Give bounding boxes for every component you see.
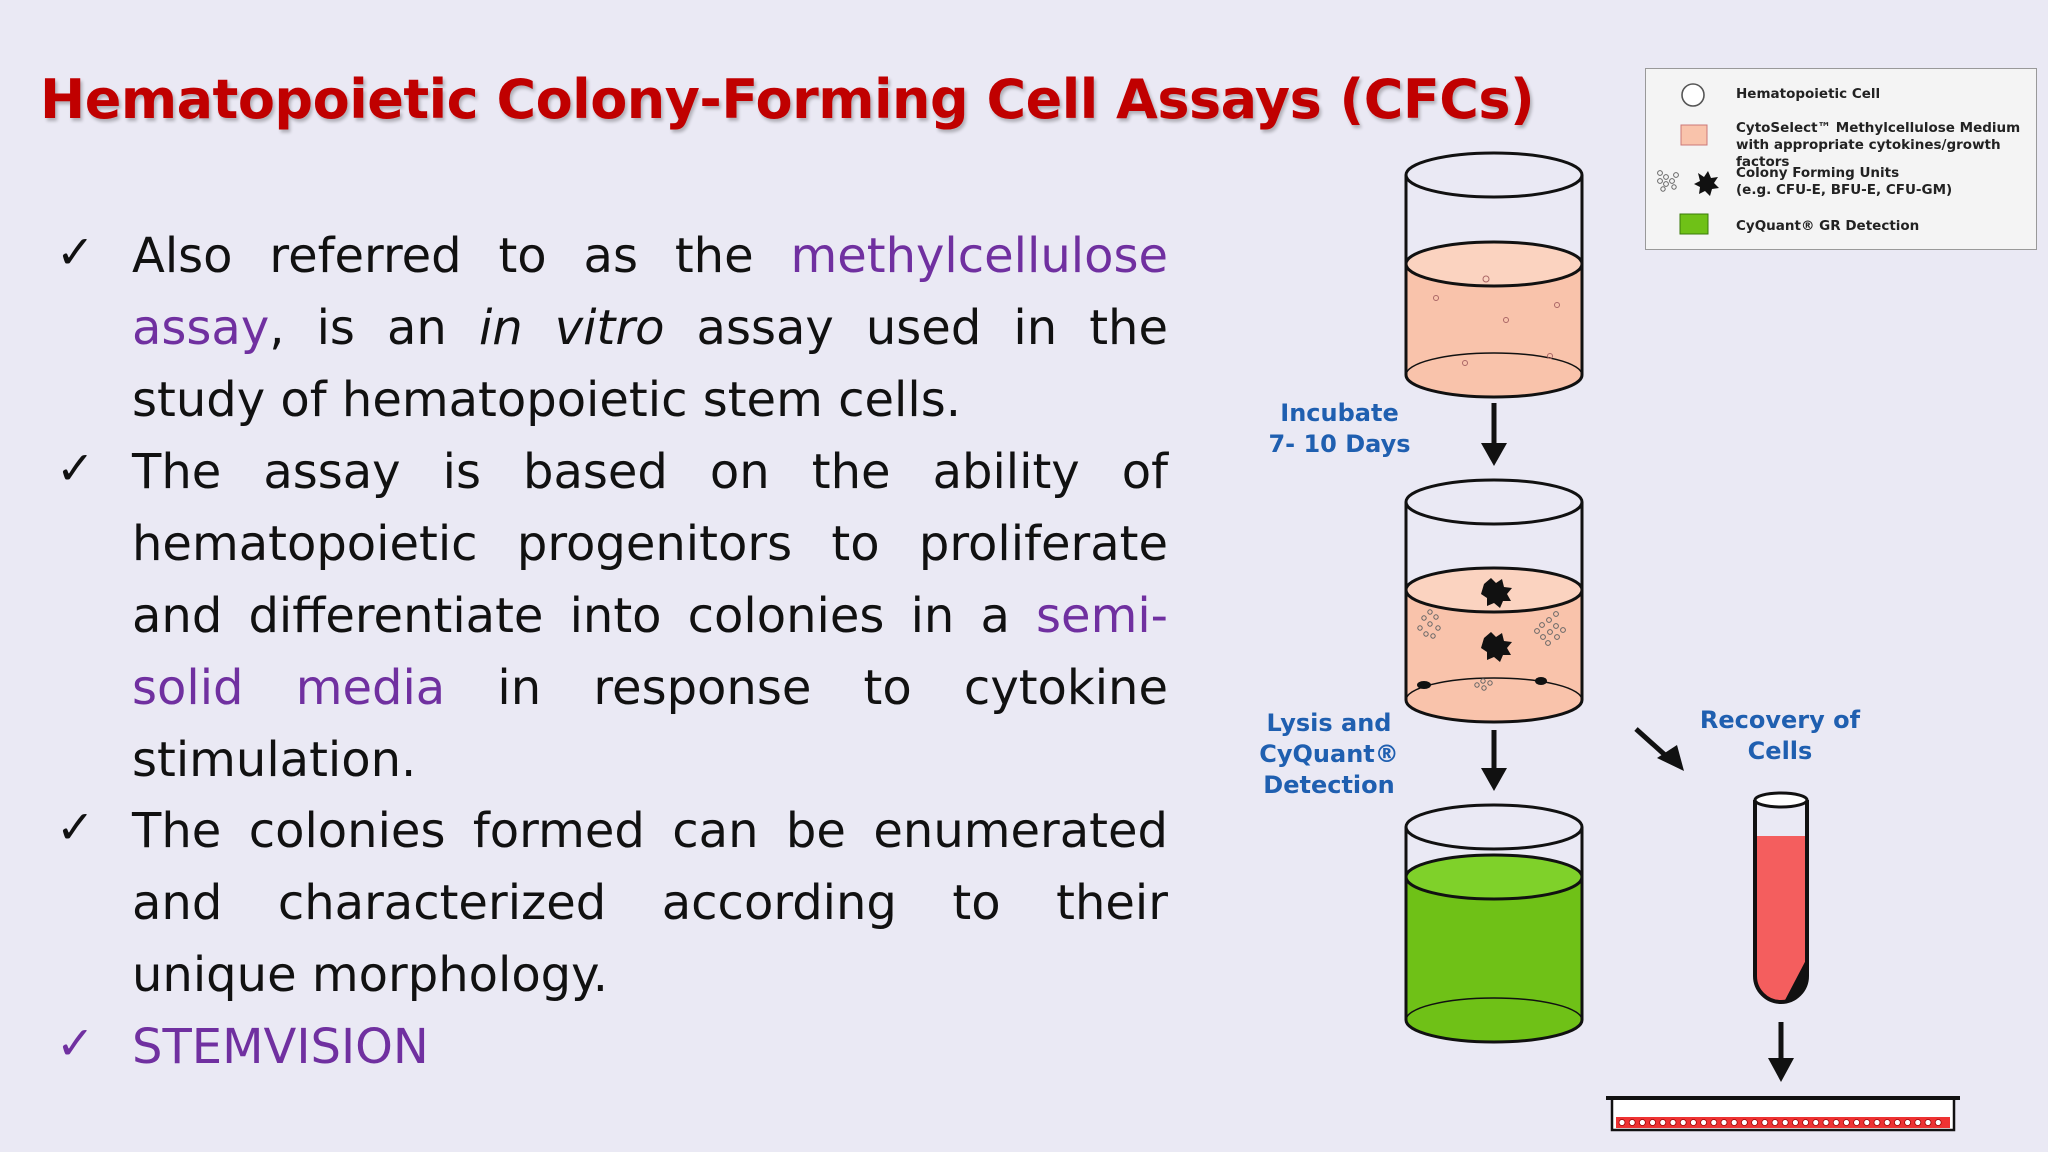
bullet-highlight: methylcellulose assay xyxy=(132,228,1168,356)
plate-well xyxy=(1924,1119,1932,1126)
bullet-list: ✓ Also referred to as the methylcellulos… xyxy=(56,220,1168,1083)
plate-well xyxy=(1761,1119,1769,1126)
plate-well xyxy=(1822,1119,1830,1126)
culture-plate xyxy=(1606,1096,1960,1132)
bullet-item: ✓ Also referred to as the methylcellulos… xyxy=(56,220,1168,436)
legend-label: CyQuant® GR Detection xyxy=(1736,218,1920,234)
bullet-part: The colonies formed can be enumerated an… xyxy=(132,803,1168,1003)
medium-swatch-icon xyxy=(1680,124,1708,146)
beaker-detection xyxy=(1404,803,1584,1044)
step-label-lysis: Lysis and CyQuant® Detection xyxy=(1250,708,1408,801)
detection-swatch-icon xyxy=(1679,213,1709,235)
plate-well xyxy=(1873,1119,1881,1126)
bullet-highlight: semi-solid media xyxy=(132,588,1168,716)
checkmark-icon: ✓ xyxy=(56,225,95,279)
plate-well xyxy=(1730,1119,1738,1126)
bullet-item: ✓ STEMVISION xyxy=(56,1011,1168,1083)
legend-box: Hematopoietic Cell CytoSelect™ Methylcel… xyxy=(1645,68,2037,250)
legend-label: Colony Forming Units xyxy=(1736,165,1900,181)
plate-well xyxy=(1618,1119,1626,1126)
plate-well xyxy=(1904,1119,1911,1126)
plate-well xyxy=(1863,1119,1871,1126)
legend-label: CytoSelect™ Methylcellulose Medium xyxy=(1736,120,2021,136)
plate-well xyxy=(1843,1119,1850,1126)
step-label-incubate: Incubate 7- 10 Days xyxy=(1262,398,1417,460)
bullet-text: Also referred to as the methylcellulose … xyxy=(132,220,1168,436)
bullet-part: , is an xyxy=(269,300,479,356)
plate-well xyxy=(1832,1119,1840,1126)
hematopoietic-cell-icon xyxy=(1681,83,1705,107)
beaker-colonies xyxy=(1404,478,1584,724)
plate-well xyxy=(1934,1119,1942,1126)
arrow-down-icon xyxy=(1768,1022,1794,1082)
bullet-highlight: STEMVISION xyxy=(132,1019,429,1075)
plate-well xyxy=(1741,1119,1748,1126)
step-label-line: Cells xyxy=(1747,737,1813,765)
step-label-line: Recovery of xyxy=(1699,706,1861,734)
checkmark-icon: ✓ xyxy=(56,1016,95,1070)
arrow-down-icon xyxy=(1481,403,1507,466)
slide-title: Hematopoietic Colony-Forming Cell Assays… xyxy=(40,68,1535,131)
test-tube xyxy=(1753,791,1809,1004)
plate-well xyxy=(1781,1119,1789,1126)
plate-well xyxy=(1792,1119,1799,1126)
plate-well xyxy=(1679,1119,1687,1126)
checkmark-icon: ✓ xyxy=(56,441,95,495)
plate-well xyxy=(1894,1119,1901,1126)
plate-well xyxy=(1802,1119,1809,1126)
plate-well xyxy=(1720,1119,1728,1126)
plate-well xyxy=(1649,1119,1656,1126)
step-label-line: Detection xyxy=(1263,771,1395,799)
step-label-line: Incubate xyxy=(1280,399,1399,427)
legend-label: Hematopoietic Cell xyxy=(1736,86,1881,102)
bullet-item: ✓ The assay is based on the ability of h… xyxy=(56,436,1168,795)
bullet-text: The assay is based on the ability of hem… xyxy=(132,436,1168,796)
plate-well xyxy=(1659,1119,1667,1126)
plate-well xyxy=(1751,1119,1758,1126)
plate-wells xyxy=(1618,1119,1942,1126)
plate-well xyxy=(1669,1119,1677,1126)
bullet-part: assay used in the study of hematopoietic… xyxy=(132,300,1168,428)
colony-icon xyxy=(1657,170,1719,196)
arrow-down-icon xyxy=(1481,730,1507,791)
arrow-diagonal-icon xyxy=(1634,727,1684,771)
bullet-part: Also referred to as the xyxy=(132,228,791,284)
legend-label: with appropriate cytokines/growth factor… xyxy=(1736,137,2001,170)
checkmark-icon: ✓ xyxy=(56,800,95,854)
plate-well xyxy=(1771,1119,1779,1126)
plate-well xyxy=(1812,1119,1820,1126)
plate-well xyxy=(1883,1119,1891,1126)
plate-well xyxy=(1853,1119,1860,1126)
legend-icons xyxy=(1657,83,1719,235)
legend-label: (e.g. CFU-E, BFU-E, CFU-GM) xyxy=(1736,182,1953,198)
bullet-part: in response to cytokine stimulation. xyxy=(132,660,1169,788)
bullet-italic: in vitro xyxy=(478,300,665,356)
bullet-item: ✓ The colonies formed can be enumerated … xyxy=(56,795,1168,1011)
step-label-line: 7- 10 Days xyxy=(1268,430,1411,458)
bullet-text: The colonies formed can be enumerated an… xyxy=(132,795,1168,1011)
step-label-line: Lysis and xyxy=(1266,709,1392,737)
bullet-text: STEMVISION xyxy=(132,1011,1168,1083)
bullet-part: The assay is based on the ability of hem… xyxy=(132,444,1168,644)
plate-well xyxy=(1700,1119,1707,1126)
plate-well xyxy=(1710,1119,1718,1126)
step-label-line: CyQuant® xyxy=(1259,740,1399,768)
beaker-cells-in-medium xyxy=(1404,151,1584,399)
plate-well xyxy=(1639,1119,1646,1126)
plate-well xyxy=(1914,1119,1922,1126)
plate-well xyxy=(1690,1119,1697,1126)
plate-well xyxy=(1628,1119,1636,1126)
step-label-recovery: Recovery of Cells xyxy=(1688,705,1872,767)
